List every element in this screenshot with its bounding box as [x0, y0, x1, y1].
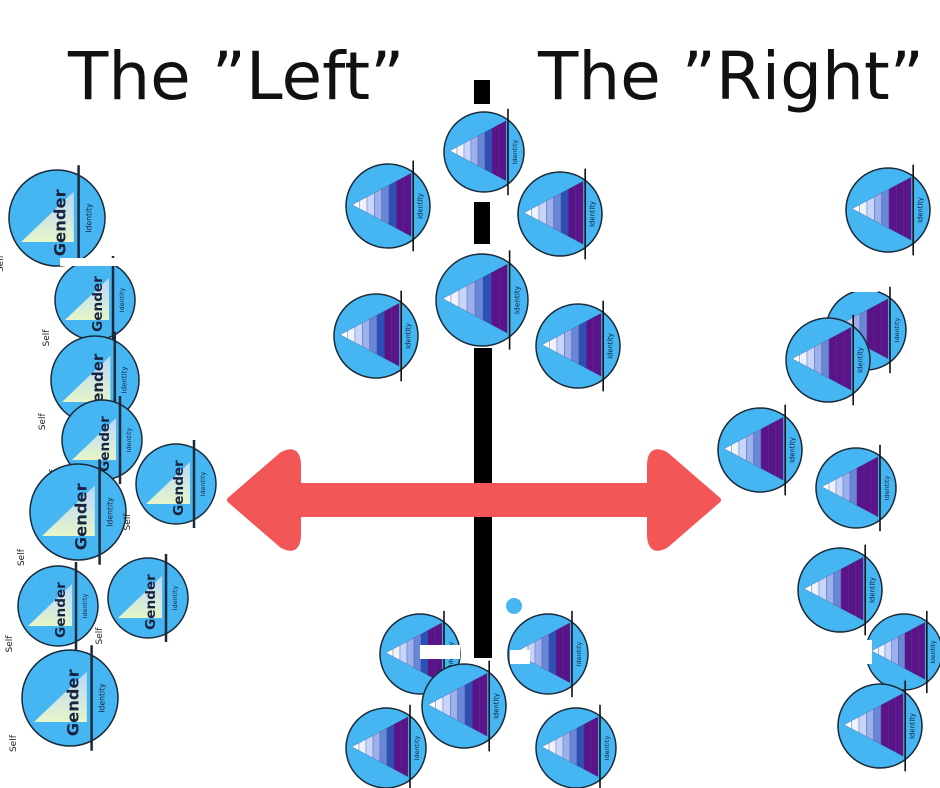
identity-label: Identity — [930, 640, 937, 664]
identity-label: Identity — [513, 285, 522, 314]
right-title: The ”Right” — [538, 38, 924, 115]
identity-label: Identity — [893, 318, 901, 343]
right-cluster: IdentityIdentityIdentityIdentityIdentity… — [717, 164, 940, 772]
identity-label: Identity — [575, 642, 583, 667]
identity-label: Identity — [125, 428, 133, 453]
gender-label: Gender — [90, 276, 106, 332]
center-pyramid-circle: Identity — [435, 250, 529, 350]
self-label: Self — [38, 413, 48, 431]
right-pyramid-circle: Identity — [785, 314, 871, 406]
identity-label: Identity — [199, 472, 207, 497]
identity-label: Identity — [85, 203, 94, 233]
center-pyramid-circle: Identity — [333, 290, 419, 382]
right-pyramid-circle: Identity — [865, 610, 940, 694]
self-label: Self — [5, 635, 15, 653]
identity-label: Identity — [883, 476, 891, 501]
self-label: Self — [42, 329, 52, 347]
left-title: The ”Left” — [68, 38, 405, 115]
identity-label: Identity — [416, 193, 424, 219]
gender-label: Gender — [53, 582, 69, 638]
identity-label: Identity — [492, 693, 500, 719]
axis-segment-1 — [474, 80, 490, 104]
identity-label: Identity — [916, 197, 924, 223]
self-label: Self — [9, 734, 19, 752]
double-arrow-icon — [227, 449, 721, 551]
identity-label: Identity — [588, 201, 596, 227]
self-label: Self — [17, 548, 27, 566]
identity-label: Identity — [106, 497, 115, 527]
identity-label: Identity — [788, 437, 796, 463]
gender-label: Gender — [72, 483, 91, 550]
axis-segment-3 — [474, 202, 490, 244]
identity-label: Identity — [81, 594, 89, 619]
identity-label: Identity — [404, 323, 412, 349]
right-pyramid-circle: Identity — [845, 164, 931, 256]
center-pyramid-circle: Identity — [345, 704, 427, 788]
identity-label: Identity — [413, 736, 421, 761]
self-label: Self — [0, 254, 6, 272]
identity-label: Identity — [908, 713, 916, 739]
gender-label: Gender — [97, 416, 113, 472]
center-pyramid-circle: Identity — [443, 108, 525, 196]
right-pyramid-circle: Identity — [837, 680, 923, 772]
center-pyramid-circle: Identity — [535, 704, 617, 788]
right-pyramid-circle: Identity — [797, 544, 883, 636]
center-pyramid-circle: Identity — [345, 160, 431, 252]
gender-label: Gender — [171, 460, 187, 516]
right-pyramid-circle: Identity — [815, 444, 897, 532]
right-pyramid-circle: Identity — [717, 404, 803, 496]
identity-label: Identity — [98, 683, 107, 713]
self-label: Self — [95, 627, 105, 645]
center-pyramid-circle: Identity — [535, 300, 621, 392]
identity-label: Identity — [856, 347, 864, 373]
gender-label: Gender — [64, 669, 83, 736]
gender-label: Gender — [51, 189, 70, 256]
identity-label: Identity — [603, 736, 611, 761]
self-label: Self — [123, 513, 133, 531]
gender-label: Gender — [143, 574, 159, 630]
identity-label: Identity — [511, 140, 519, 165]
center-pyramid-circle: Identity — [517, 168, 603, 260]
identity-label: Identity — [606, 333, 614, 359]
small-circle-fragment — [506, 598, 522, 614]
identity-label: Identity — [120, 367, 129, 394]
identity-label: Identity — [868, 577, 876, 603]
identity-label: Identity — [118, 288, 126, 313]
center-pyramid-circle: Identity — [421, 660, 507, 752]
red-double-arrow — [227, 449, 721, 551]
identity-label: Identity — [171, 586, 179, 611]
